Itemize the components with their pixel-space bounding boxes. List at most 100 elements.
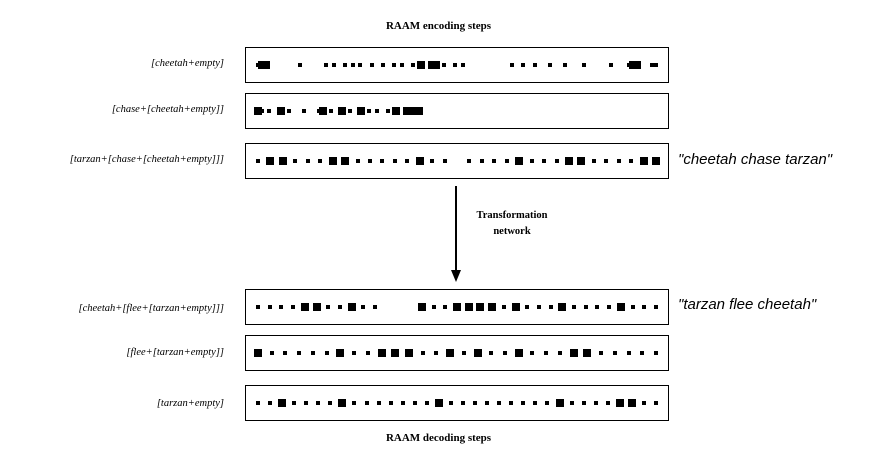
activation-cell xyxy=(479,159,484,163)
encoding-vector-3 xyxy=(245,143,669,179)
activation-cell xyxy=(343,63,348,67)
activation-cell xyxy=(501,305,506,309)
activation-cell xyxy=(386,109,391,113)
activation-cell xyxy=(607,305,612,309)
activation-cell xyxy=(365,351,370,355)
activation-cell xyxy=(545,401,550,405)
activation-cell xyxy=(485,401,490,405)
activation-cell xyxy=(492,159,497,163)
activation-cell xyxy=(310,351,315,355)
activation-cell xyxy=(358,63,363,67)
activation-cell xyxy=(577,157,586,165)
activation-cell xyxy=(254,349,262,357)
activation-cell xyxy=(338,107,347,115)
activation-cell xyxy=(615,399,624,407)
transformation-arrow xyxy=(451,186,461,282)
activation-cell xyxy=(355,159,360,163)
activation-cell xyxy=(572,305,577,309)
activation-cell xyxy=(377,349,386,357)
transformation-label-line2: network xyxy=(493,226,531,237)
encoding-row-label-3: [tarzan+[chase+[cheetah+empty]]] xyxy=(69,154,224,165)
activation-cell xyxy=(392,63,397,67)
activation-cell xyxy=(558,303,567,311)
activation-cell xyxy=(514,349,523,357)
activation-cell xyxy=(503,351,508,355)
activation-cell xyxy=(424,401,429,405)
activation-cell xyxy=(388,401,393,405)
activation-cell xyxy=(525,305,530,309)
activation-cell xyxy=(324,63,329,67)
activation-cell xyxy=(654,401,658,405)
encoding-title: RAAM encoding steps xyxy=(385,20,492,32)
activation-cell xyxy=(595,305,600,309)
activation-cell xyxy=(509,63,514,67)
activation-cell xyxy=(608,63,613,67)
activation-cell xyxy=(511,303,520,311)
activation-cell xyxy=(304,401,309,405)
activation-cell xyxy=(319,107,328,115)
activation-cell xyxy=(616,303,625,311)
activation-cell xyxy=(448,401,453,405)
activation-cell xyxy=(266,157,275,165)
activation-cell xyxy=(256,305,260,309)
activation-cell xyxy=(604,159,609,163)
activation-cell xyxy=(373,305,378,309)
activation-cell xyxy=(640,351,645,355)
activation-cell xyxy=(544,351,549,355)
activation-cell xyxy=(326,305,331,309)
activation-cell xyxy=(650,63,655,67)
activation-cell xyxy=(591,159,596,163)
activation-cell xyxy=(569,401,574,405)
activation-cell xyxy=(557,351,562,355)
activation-cell xyxy=(269,351,274,355)
activation-cell xyxy=(581,63,586,67)
encoding-vector-1 xyxy=(245,47,669,83)
encoding-vector-2 xyxy=(245,93,669,129)
activation-cell xyxy=(328,157,337,165)
activation-cell xyxy=(654,305,658,309)
activation-cell xyxy=(489,351,494,355)
activation-cell xyxy=(268,401,273,405)
activation-cell xyxy=(367,159,372,163)
activation-cell xyxy=(364,401,369,405)
activation-cell xyxy=(521,63,526,67)
decoding-vector-1 xyxy=(245,289,669,325)
encoded-sentence: "cheetah chase tarzan" xyxy=(678,151,833,168)
activation-cell xyxy=(347,109,352,113)
activation-cell xyxy=(297,351,302,355)
activation-cell xyxy=(376,401,381,405)
activation-cell xyxy=(530,351,535,355)
activation-cell xyxy=(581,401,586,405)
activation-cell xyxy=(473,349,482,357)
activation-cell xyxy=(593,401,598,405)
activation-cell xyxy=(641,401,646,405)
activation-cell xyxy=(627,399,636,407)
activation-cell xyxy=(443,305,448,309)
activation-cell xyxy=(420,351,425,355)
activation-cell xyxy=(633,61,642,69)
activation-cell xyxy=(453,303,461,311)
activation-cell xyxy=(338,399,347,407)
activation-cell xyxy=(467,159,472,163)
activation-cell xyxy=(254,107,262,115)
activation-cell xyxy=(515,157,524,165)
activation-cell xyxy=(460,63,465,67)
activation-cell xyxy=(476,303,485,311)
activation-cell xyxy=(337,305,342,309)
activation-cell xyxy=(300,303,309,311)
activation-cell xyxy=(352,351,357,355)
activation-cell xyxy=(305,159,310,163)
activation-cell xyxy=(504,159,509,163)
activation-cell xyxy=(652,157,660,165)
activation-cell xyxy=(488,303,497,311)
activation-cell xyxy=(417,303,426,311)
activation-cell xyxy=(352,401,357,405)
activation-cell xyxy=(286,109,291,113)
activation-cell xyxy=(464,303,473,311)
activation-cell xyxy=(497,401,502,405)
activation-cell xyxy=(400,401,405,405)
decoded-sentence: "tarzan flee cheetah" xyxy=(678,296,817,313)
arrow-head xyxy=(451,270,461,282)
activation-cell xyxy=(316,401,321,405)
activation-cell xyxy=(414,107,423,115)
